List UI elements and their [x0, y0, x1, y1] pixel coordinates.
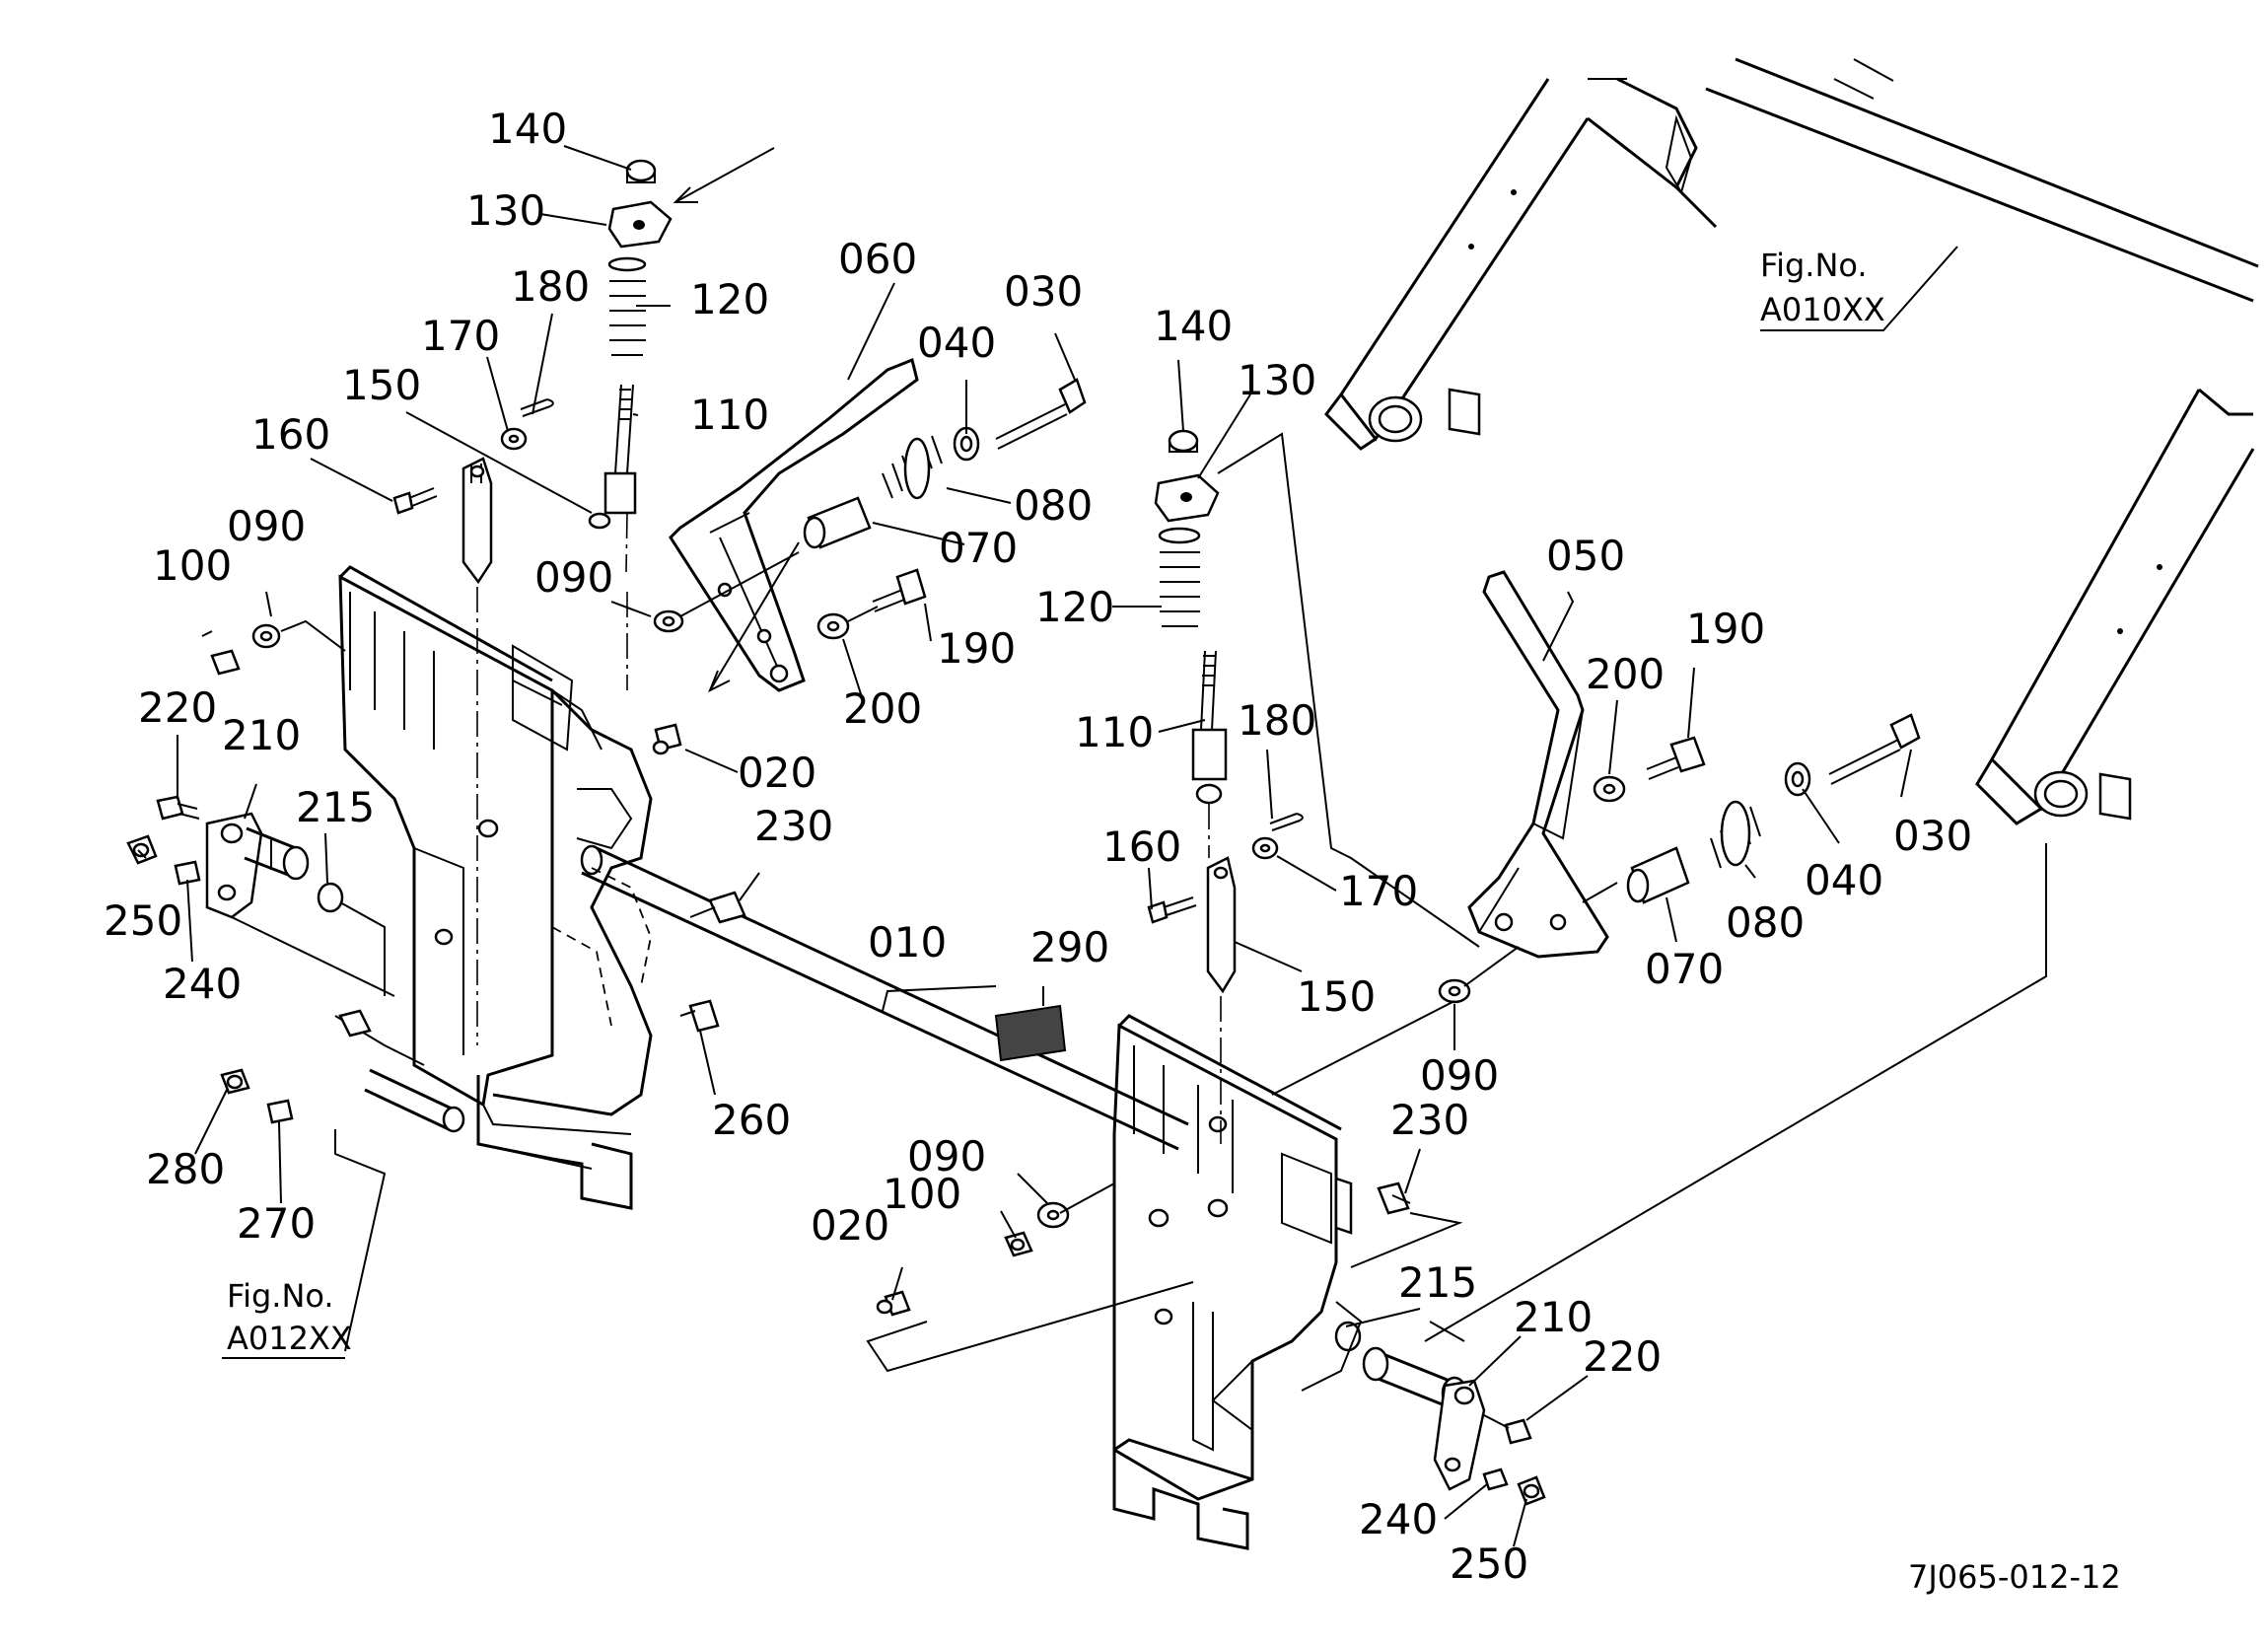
spring-080-left-shape: [882, 435, 943, 500]
callout-290: 290: [1030, 923, 1109, 971]
callout-215-right: 215: [1398, 1258, 1477, 1307]
callout-230-left: 230: [754, 802, 833, 850]
callout-200-left: 200: [843, 684, 922, 733]
callout-110-right: 110: [1075, 708, 1154, 756]
callout-060-left: 060: [838, 235, 917, 283]
plate-290-shape: [994, 1004, 1067, 1062]
cross-shaft: [551, 844, 1189, 1151]
callout-040-left: 040: [917, 319, 996, 367]
drawing-code: 7J065-012-12: [1908, 1558, 2121, 1596]
fig-ref-a012xx-line1: Fig.No.: [227, 1277, 334, 1315]
callout-160-right: 160: [1102, 823, 1181, 871]
left-pin-assembly: [126, 795, 395, 997]
callout-150-right: 150: [1297, 972, 1376, 1021]
callout-170-left: 170: [421, 312, 500, 360]
left-lower-pin-assembly: [220, 1009, 465, 1352]
callout-230-right: 230: [1390, 1096, 1469, 1144]
callout-180-right: 180: [1238, 696, 1316, 745]
callout-130-left: 130: [466, 186, 545, 235]
fig-ref-a010xx-line1: Fig.No.: [1760, 247, 1868, 284]
callout-190-left: 190: [937, 624, 1016, 673]
callout-090-left-b: 090: [534, 553, 613, 602]
callout-090-left-a: 090: [227, 502, 306, 550]
right-pin-assembly: [1301, 1301, 1546, 1506]
callout-140-left: 140: [488, 105, 567, 153]
callout-220-right: 220: [1583, 1332, 1662, 1381]
callout-120-right: 120: [1035, 583, 1114, 631]
callout-090-right-a: 090: [1420, 1051, 1499, 1100]
callout-070-left: 070: [939, 524, 1018, 572]
callout-250-right: 250: [1450, 1540, 1528, 1588]
callout-220-left: 220: [138, 683, 217, 732]
callout-040-right: 040: [1805, 856, 1883, 904]
callout-210-right: 210: [1514, 1293, 1593, 1341]
fig-ref-a012xx-line2: A012XX: [227, 1320, 352, 1357]
labels-left: 140 130 180 120 170 150 110 160 060 040 …: [104, 105, 1109, 1248]
callout-200-right: 200: [1586, 650, 1665, 698]
callout-170-right: 170: [1339, 867, 1418, 915]
labels-right: 140 130 050 120 190 200 110 180 030 160 …: [811, 302, 1972, 1588]
callout-215-left: 215: [296, 783, 375, 831]
callout-070-right: 070: [1645, 945, 1724, 993]
callout-240-left: 240: [163, 960, 242, 1008]
callout-160-left: 160: [251, 410, 330, 459]
fig-ref-a010xx-line2: A010XX: [1760, 291, 1885, 328]
callout-030-right: 030: [1893, 812, 1972, 860]
callout-190-right: 190: [1686, 605, 1765, 653]
callout-140-right: 140: [1154, 302, 1233, 350]
callout-210-left: 210: [222, 711, 301, 759]
callout-240-right: 240: [1359, 1495, 1438, 1543]
callout-leaders: [137, 145, 1912, 1547]
callout-100-left: 100: [153, 541, 232, 590]
callout-130-right: 130: [1238, 356, 1316, 404]
callout-020-left: 020: [738, 749, 816, 797]
callout-030-left: 030: [1004, 267, 1083, 316]
loader-frame-drawing: [1324, 57, 2259, 1342]
left-mounting-bracket: [338, 565, 653, 1210]
spring-080-right-shape: [1710, 800, 1761, 869]
callout-120-left: 120: [690, 275, 769, 323]
callout-270: 270: [237, 1199, 316, 1248]
figure-reference-a010xx: Fig.No. A010XX: [1760, 247, 1885, 328]
left-lever-assembly: [653, 357, 1087, 693]
callout-080-left: 080: [1014, 481, 1093, 530]
callout-150-left: 150: [342, 361, 421, 409]
callout-260: 260: [712, 1096, 791, 1144]
right-rod-assembly: [1147, 429, 1480, 1144]
callout-090-right-b: 090: [907, 1132, 986, 1181]
callout-100-right: 100: [883, 1170, 961, 1218]
callout-080-right: 080: [1726, 898, 1805, 947]
callout-180-left: 180: [511, 262, 590, 311]
callout-280: 280: [146, 1145, 225, 1193]
callout-050-right: 050: [1546, 532, 1625, 580]
callout-110-left: 110: [690, 391, 769, 439]
right-mounting-bracket: [1112, 1014, 1353, 1550]
callout-010: 010: [868, 918, 947, 967]
right-lever-assembly: [1271, 570, 1921, 1096]
figure-reference-a012xx: Fig.No. A012XX: [227, 1277, 352, 1357]
callout-250-left: 250: [104, 896, 182, 945]
small-fasteners: [210, 619, 1463, 1373]
callout-020-right: 020: [811, 1201, 889, 1250]
